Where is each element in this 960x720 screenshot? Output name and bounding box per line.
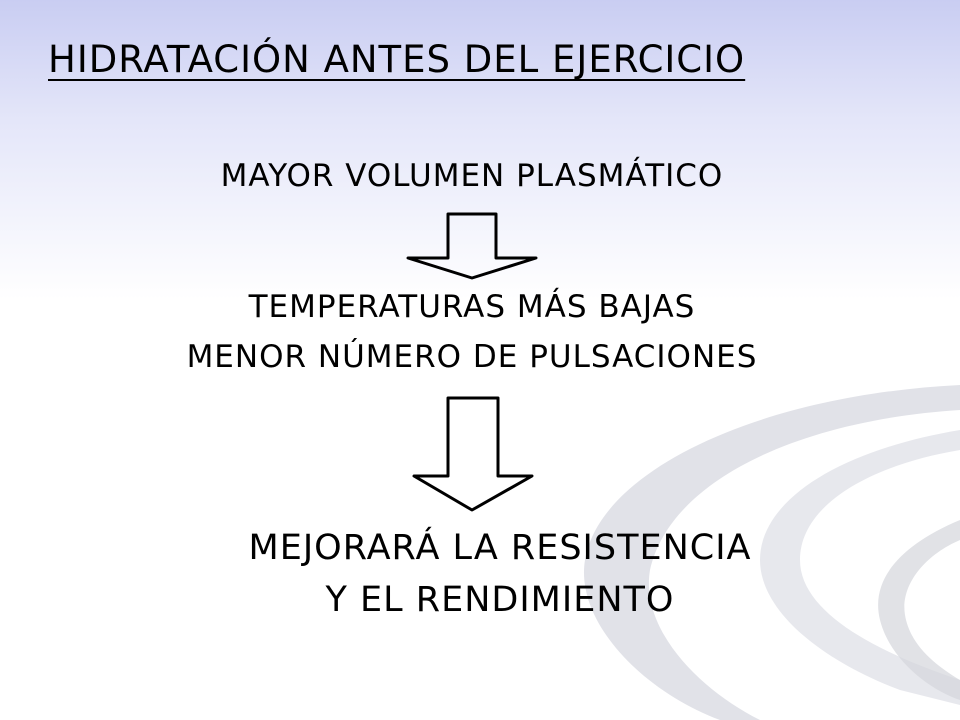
slide-title: HIDRATACIÓN ANTES DEL EJERCICIO — [48, 38, 746, 81]
arrow-down-icon — [412, 396, 534, 512]
arrow-down-icon — [406, 212, 538, 280]
step-3-text-line-2: Y EL RENDIMIENTO — [325, 580, 675, 620]
step-2-text-line-1: TEMPERATURAS MÁS BAJAS — [248, 289, 696, 325]
step-2-text-line-2: MENOR NÚMERO DE PULSACIONES — [186, 339, 758, 375]
step-1-text: MAYOR VOLUMEN PLASMÁTICO — [220, 158, 724, 194]
step-3-text-line-1: MEJORARÁ LA RESISTENCIA — [248, 528, 752, 568]
